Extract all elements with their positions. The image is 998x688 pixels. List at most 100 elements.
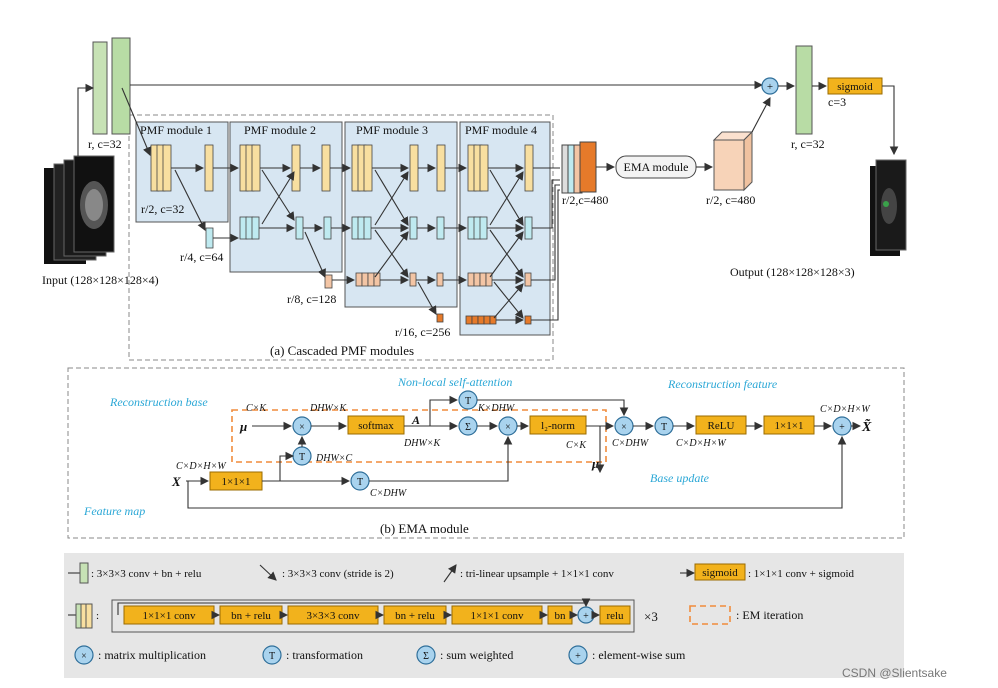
dim-dhwxk-top: DHW×K — [309, 403, 348, 414]
legend-matmul-icon — [74, 645, 94, 665]
legend-sum-weighted-symbol: Σ — [423, 651, 429, 662]
ema-nodes — [292, 390, 852, 491]
relu-box — [695, 415, 747, 435]
dim-dhwxk-mid: DHW×K — [403, 438, 442, 449]
down-arrow-1 — [121, 87, 152, 157]
dim-cxdxhxw-out: C×D×H×W — [820, 404, 871, 415]
yellow-feature-blocks — [150, 144, 534, 192]
reconstruction-base-label: Reconstruction base — [109, 395, 208, 409]
dim-cxk-mid: C×K — [566, 440, 587, 451]
legend-stride-text: : 3×3×3 conv (stride is 2) — [282, 568, 394, 580]
transform-4-symbol: T — [357, 477, 363, 488]
reconstruction-feature-label: Reconstruction feature — [667, 377, 778, 391]
input-volume: Input (128×128×128×4) — [42, 155, 159, 287]
conv1x1-out-label: 1×1×1 — [775, 420, 804, 432]
final-conv-block: r, c=32 — [791, 45, 825, 151]
label-r2-c480-b: r/2, c=480 — [706, 193, 755, 207]
label-r2-c480-a: r/2,c=480 — [562, 193, 608, 207]
seq-label-1: 1×1×1 conv — [142, 610, 196, 622]
dim-kxdhw: K×DHW — [477, 403, 516, 414]
sum-symbol: + — [839, 422, 845, 433]
cascaded-pmf-panel: PMF module 1 PMF module 2 PMF module 3 P… — [128, 114, 560, 361]
legend-matmul-text: : matrix multiplication — [98, 648, 206, 662]
legend-panel: : 3×3×3 conv + bn + relu : 3×3×3 conv (s… — [64, 553, 904, 678]
l2norm-label: l₂-norm — [541, 420, 575, 432]
label-r8-c128: r/8, c=128 — [287, 292, 336, 306]
peach-feature-blocks — [324, 272, 532, 289]
seq-sum-symbol: + — [583, 611, 589, 622]
legend-pmf-icon — [75, 603, 93, 629]
seq-label-2: bn + relu — [231, 610, 271, 622]
conv1x1-in-label: 1×1×1 — [222, 476, 251, 488]
legend-matmul-symbol: × — [81, 651, 87, 662]
output-volume: Output (128×128×128×3) — [730, 159, 907, 279]
concat-block: r/2,c=480 — [561, 141, 608, 207]
legend-transform-text: : transformation — [286, 648, 363, 662]
matmul-2-symbol: × — [505, 422, 511, 433]
label-r2-c32: r/2, c=32 — [141, 202, 184, 216]
top-sum-symbol: + — [767, 81, 773, 93]
dim-cxdhw-low: C×DHW — [370, 488, 408, 499]
base-update-label: Base update — [650, 471, 710, 485]
legend-transform-icon — [262, 645, 282, 665]
legend-upsample-icon — [443, 564, 457, 583]
label-r-c32-left: r, c=32 — [88, 137, 122, 151]
legend-sum-symbol: + — [575, 651, 581, 662]
legend-sigmoid-desc: : 1×1×1 conv + sigmoid — [748, 568, 854, 580]
conv1x1-out-box — [763, 415, 815, 435]
legend-colon: : — [96, 610, 99, 622]
dim-dhwxc: DHW×C — [315, 453, 353, 464]
label-c3: c=3 — [828, 95, 846, 109]
first-conv-block: r, c=32 — [88, 37, 131, 151]
dim-cxdhw-mid: C×DHW — [612, 438, 650, 449]
dim-cxdxhxw-in: C×D×H×W — [176, 461, 227, 472]
seq-label-4: bn + relu — [395, 610, 435, 622]
input-arrow — [77, 83, 95, 156]
input-label: Input (128×128×128×4) — [42, 273, 159, 287]
legend-sum-text: : element-wise sum — [592, 648, 686, 662]
transform-3-symbol: T — [299, 452, 305, 463]
orange-feature-blocks — [436, 313, 532, 325]
legend-conv-text: : 3×3×3 conv + bn + relu — [91, 568, 202, 580]
legend-sum-icon — [568, 645, 588, 665]
legend-stride-icon — [259, 564, 277, 581]
legend-transform-symbol: T — [269, 651, 275, 662]
label-r4-c64: r/4, c=64 — [180, 250, 223, 264]
label-r16-c256: r/16, c=256 — [395, 325, 450, 339]
mu-symbol: μ — [239, 419, 247, 434]
output-label: Output (128×128×128×3) — [730, 265, 855, 279]
pmf-module-4-label: PMF module 4 — [465, 123, 537, 137]
mu-bottom-symbol: μ — [591, 456, 599, 471]
em-iteration-frame — [231, 409, 607, 463]
feature-map-label: Feature map — [83, 504, 145, 518]
pmf-connections — [171, 163, 525, 325]
l2norm-box — [529, 415, 587, 435]
softmax-box — [347, 415, 405, 435]
sum-weighted-symbol: Σ — [465, 422, 471, 433]
ema-node-symbols: × Σ × × T + T T T — [299, 396, 845, 488]
matmul-3-symbol: × — [621, 422, 627, 433]
sigmoid-label: sigmoid — [837, 81, 873, 93]
legend-sum-weighted-text: : sum weighted — [440, 648, 513, 662]
seq-arrows — [117, 598, 601, 620]
concat-links — [531, 167, 560, 321]
seq-label-5: 1×1×1 conv — [470, 610, 524, 622]
ema-panel: Reconstruction base Non-local self-atten… — [67, 367, 905, 539]
seq-label-3: 3×3×3 conv — [306, 610, 360, 622]
relu-label: ReLU — [708, 420, 735, 432]
legend-sigmoid-box — [694, 563, 746, 581]
cyan-feature-blocks — [205, 216, 533, 249]
label-r-c32-right: r, c=32 — [791, 137, 825, 151]
seq-label-6: bn — [555, 610, 567, 622]
watermark: CSDN @Slientsake — [842, 666, 947, 680]
transform-1-symbol: T — [661, 422, 667, 433]
ema-module-label: EMA module — [624, 160, 689, 174]
legend-sigmoid-label: sigmoid — [702, 567, 738, 579]
matmul-1-symbol: × — [299, 422, 305, 433]
to-output-arrow — [882, 85, 899, 156]
dim-cxdxhxw-mid: C×D×H×W — [676, 438, 727, 449]
ema-output-cube: r/2, c=480 — [706, 130, 755, 207]
caption-a: (a) Cascaded PMF modules — [270, 343, 414, 358]
a-symbol: A — [411, 413, 420, 427]
